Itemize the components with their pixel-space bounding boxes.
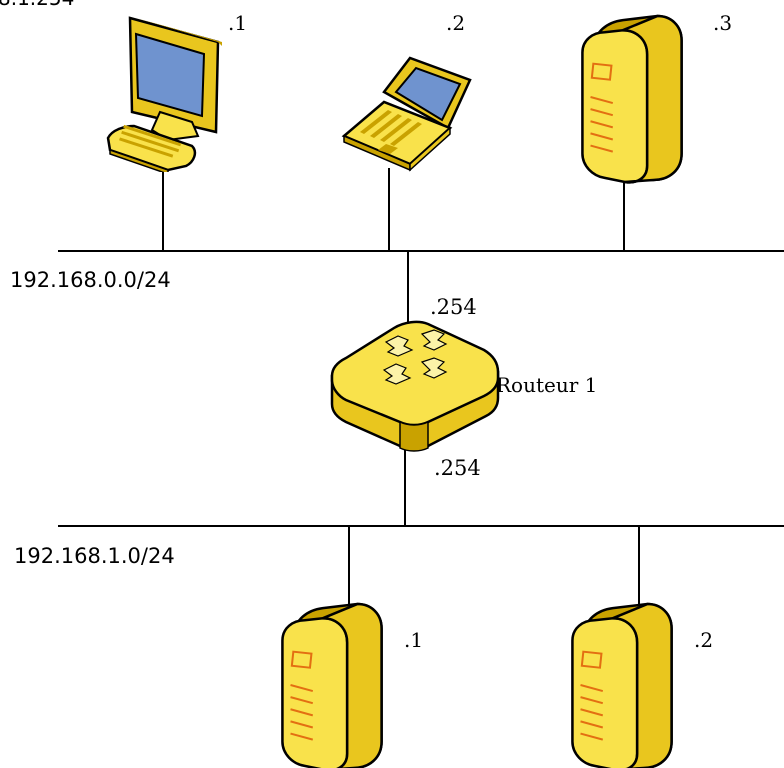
network-1-label: 192.168.1.0/24 bbox=[14, 544, 175, 568]
laptop-icon bbox=[342, 56, 472, 172]
network-lines bbox=[58, 168, 784, 606]
router-name-label: Routeur 1 bbox=[496, 373, 597, 397]
host-bottom-2-label: .2 bbox=[694, 628, 713, 652]
router-iface-bottom-label: .254 bbox=[434, 456, 481, 480]
router-icon bbox=[330, 320, 500, 452]
desktop-computer-icon bbox=[106, 16, 224, 172]
host-top-2-label: .2 bbox=[446, 11, 465, 35]
router-iface-top-label: .254 bbox=[430, 295, 477, 319]
server-tower-icon bbox=[571, 602, 673, 768]
host-top-3-label: .3 bbox=[713, 11, 732, 35]
server-tower-icon bbox=[281, 602, 383, 768]
top-edge-label: 8.1.254 bbox=[0, 0, 74, 10]
server-tower-icon bbox=[581, 14, 683, 184]
host-top-1-label: .1 bbox=[228, 11, 247, 35]
host-bottom-1-label: .1 bbox=[404, 628, 423, 652]
network-0-label: 192.168.0.0/24 bbox=[10, 268, 171, 292]
